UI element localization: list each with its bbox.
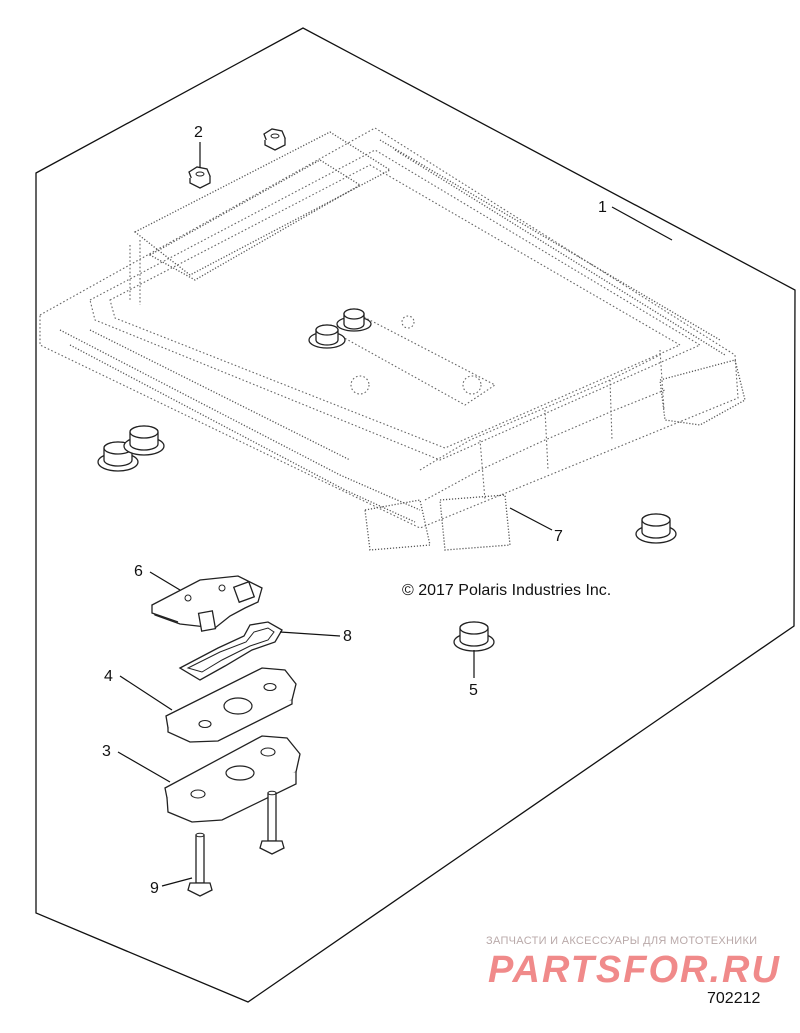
callout-3: 3 [102,743,111,760]
callout-9: 9 [150,880,159,897]
rubber-bumper [635,513,677,544]
copyright-text: © 2017 Polaris Industries Inc. [402,582,611,599]
callout-2: 2 [194,124,203,141]
rubber-bumper [97,441,139,472]
nut-part-2 [263,128,286,151]
callout-6: 6 [134,563,143,580]
callout-5: 5 [469,682,478,699]
callout-1: 1 [598,199,607,216]
bolt-part-9 [259,790,285,855]
callout-4: 4 [104,668,113,685]
plate-part-3 [164,735,301,823]
gasket-part-8 [178,621,283,681]
bumper-part-5 [453,621,495,652]
latch-part-6 [151,575,263,632]
plate-part-4 [165,667,297,743]
watermark-brand: PARTSFOR.RU [488,949,781,991]
callout-8: 8 [343,628,352,645]
watermark-tagline: ЗАПЧАСТИ И АКСЕССУАРЫ ДЛЯ МОТОТЕХНИКИ [486,935,757,947]
leader-lines [117,142,673,887]
base-nut [308,324,346,349]
diagram-frame [35,27,796,1003]
nut-part-2 [188,166,211,189]
diagram-code: 702212 [707,990,760,1007]
seat-base-outline [39,127,746,551]
bolt-part-9 [187,832,213,897]
base-nut [336,308,372,332]
rubber-bumper [123,425,165,456]
callout-7: 7 [554,528,563,545]
